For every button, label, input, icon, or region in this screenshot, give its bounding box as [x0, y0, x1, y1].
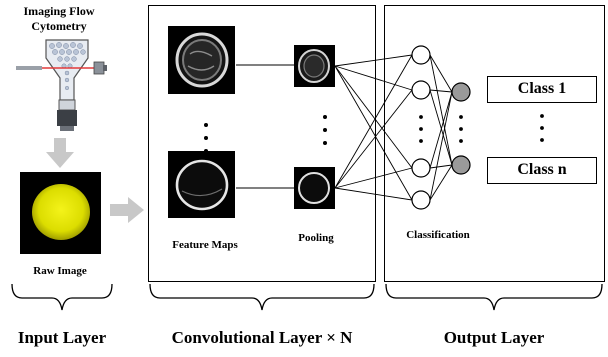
conv-connectors [204, 64, 327, 189]
network-edges [334, 54, 453, 201]
class-box-1: Class 1 [487, 76, 597, 103]
output-layer-brace [385, 283, 603, 311]
cell-glyph [175, 159, 229, 211]
down-arrow-icon [46, 138, 74, 168]
hidden-node-ellipsis [419, 115, 423, 143]
class-ellipsis [540, 114, 544, 142]
hidden-nodes [411, 45, 431, 210]
raw-image-label: Raw Image [33, 265, 87, 277]
flow-cytometer-icon [16, 39, 107, 131]
hidden-node [411, 45, 431, 65]
right-arrow-icon [110, 197, 144, 223]
feature-map-2 [168, 151, 235, 218]
feature-maps-label: Feature Maps [172, 239, 238, 251]
device-title-line1: Imaging Flow [23, 4, 95, 18]
conv-layer-brace [149, 283, 375, 311]
cell-glyph [298, 172, 330, 204]
output-layer-label: Output Layer [443, 328, 545, 347]
hidden-node [411, 158, 431, 178]
hidden-node [411, 190, 431, 210]
class-box-n: Class n [487, 157, 597, 184]
input-layer-brace [11, 283, 113, 311]
output-node-ellipsis [459, 115, 463, 143]
pooling-ellipsis [323, 115, 327, 145]
raw-cell-glyph [32, 184, 90, 240]
input-layer-label: Input Layer [17, 328, 107, 347]
hidden-node [411, 80, 431, 100]
output-nodes [451, 82, 471, 175]
feature-map-1 [168, 26, 235, 94]
classification-label: Classification [406, 229, 470, 241]
cell-glyph [298, 49, 330, 83]
cell-glyph [175, 32, 229, 88]
conv-layer-label: Convolutional Layer × N [171, 328, 353, 347]
pooling-map-2 [294, 167, 335, 209]
device-title-line2: Cytometry [31, 19, 87, 33]
pooling-map-1 [294, 45, 335, 87]
device-title: Imaging Flow Cytometry [0, 4, 118, 34]
output-node [451, 82, 471, 102]
raw-image [20, 172, 101, 254]
pooling-label: Pooling [298, 232, 334, 244]
output-node [451, 155, 471, 175]
